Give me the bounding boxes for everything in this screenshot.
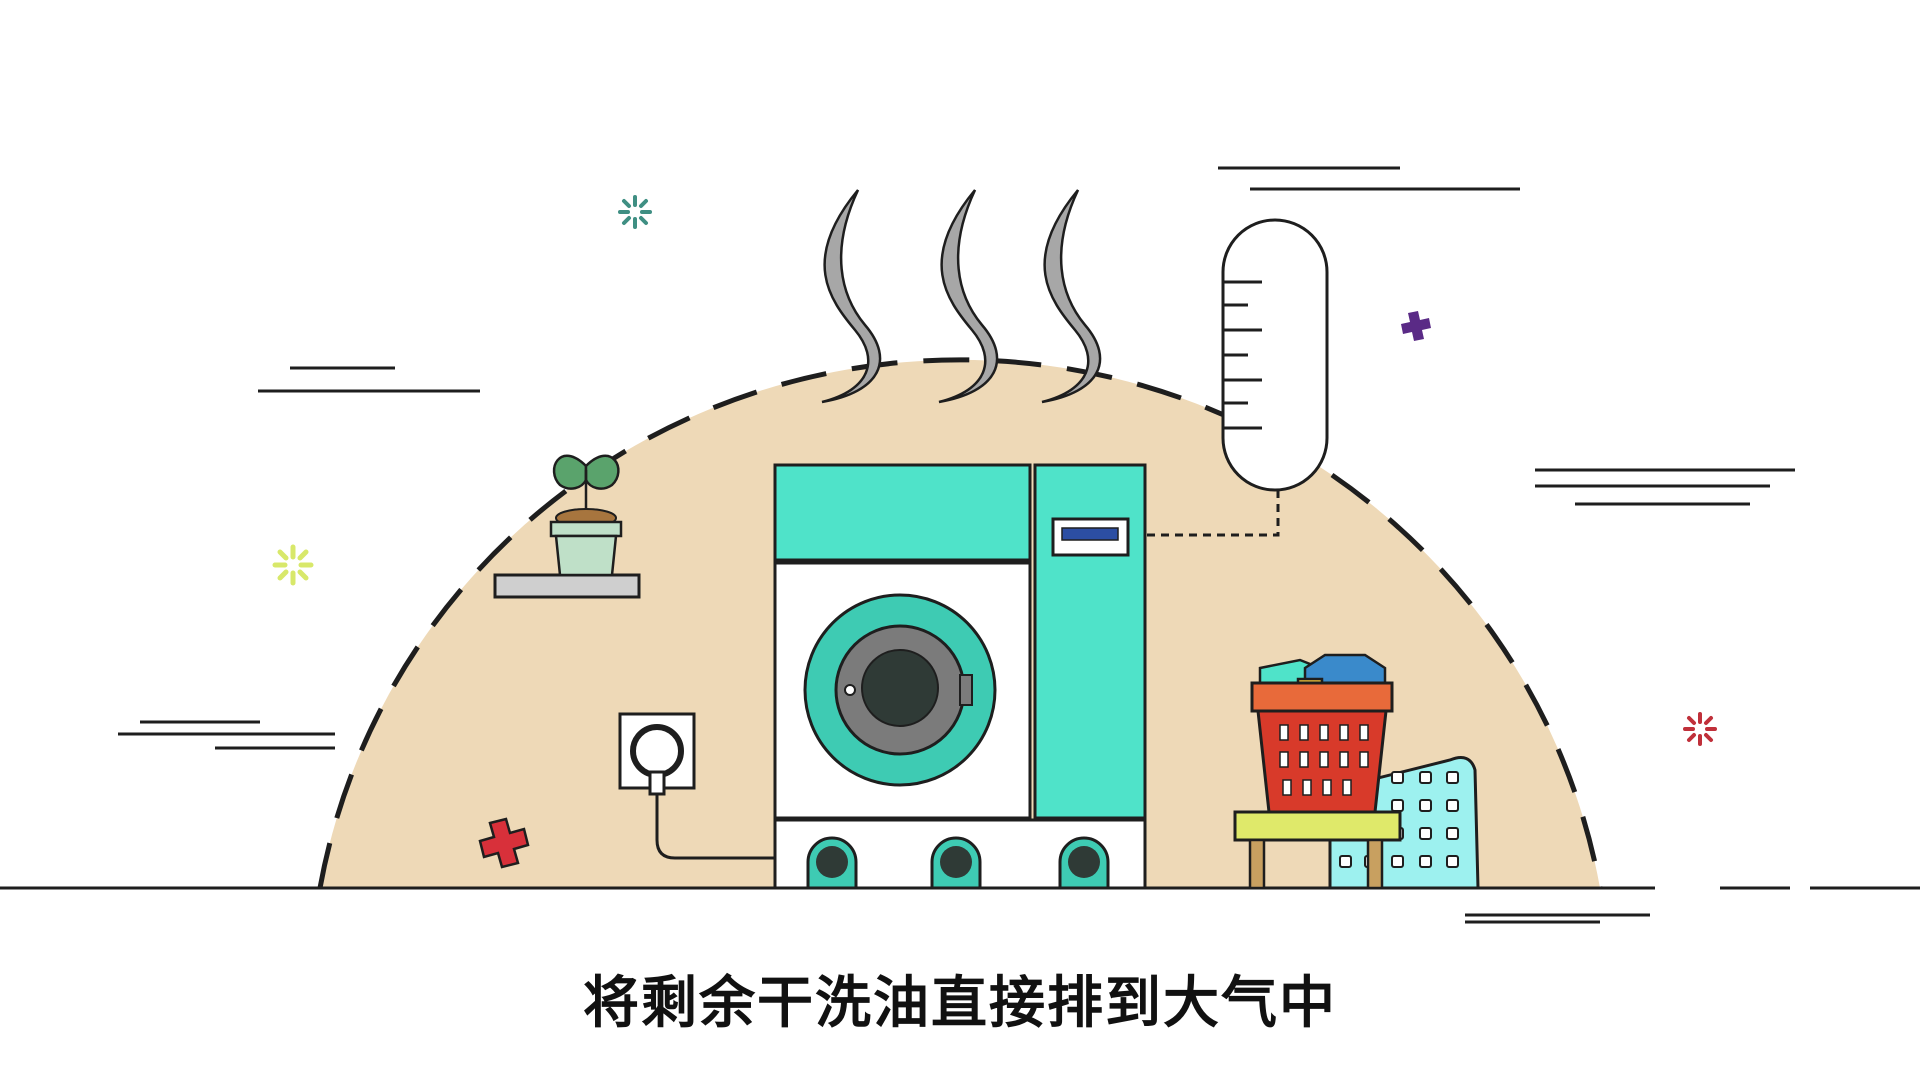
caption-text: 将剩余干洗油直接排到大气中 xyxy=(583,971,1337,1036)
sparkle-icon xyxy=(1683,712,1717,746)
cross-icon xyxy=(478,817,530,869)
laundry-basket-icon xyxy=(1250,653,1394,814)
decorative-lines xyxy=(118,166,1795,924)
sparkle-icon xyxy=(272,544,314,586)
solvent-tank-icon xyxy=(1140,218,1329,537)
wall-shelf-icon xyxy=(493,573,641,599)
sparkle-icon xyxy=(618,195,652,229)
dry-cleaning-machine-icon xyxy=(773,463,1147,890)
cross-icon xyxy=(1401,311,1431,341)
steam-icon xyxy=(821,189,1102,404)
power-socket-icon xyxy=(618,712,775,860)
plant-pot-icon xyxy=(549,454,623,577)
